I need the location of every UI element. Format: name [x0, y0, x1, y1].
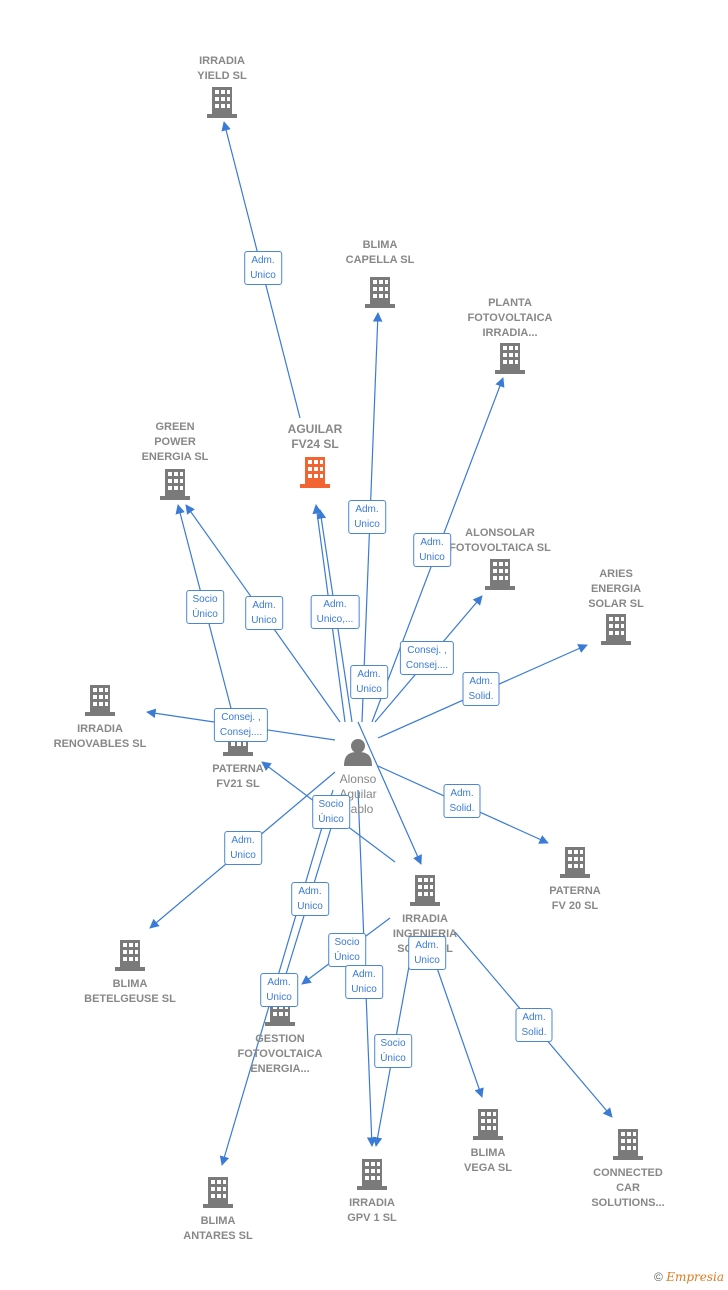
- edge-label-e_aguilar[interactable]: Adm. Unico,...: [310, 595, 360, 629]
- node-label-yield[interactable]: IRRADIA YIELD SL: [197, 55, 247, 82]
- edge-label-e_ingenieria_top[interactable]: Adm. Unico: [350, 665, 388, 699]
- building-icon-planta[interactable]: [495, 343, 525, 374]
- node-label-gpv1[interactable]: IRRADIA GPV 1 SL: [347, 1197, 397, 1224]
- node-label-paterna21[interactable]: PATERNA FV21 SL: [212, 763, 264, 790]
- building-icon-vega[interactable]: [473, 1109, 503, 1140]
- edge-line-8: [357, 721, 422, 865]
- edge-label-e_paterna21[interactable]: Socio Único: [312, 795, 350, 829]
- edge-line-18: [436, 967, 484, 1098]
- edge-label-e_betelgeuse[interactable]: Adm. Unico: [224, 831, 262, 865]
- edge-label-e_vega[interactable]: Adm. Unico: [408, 936, 446, 970]
- node-label-planta[interactable]: PLANTA FOTOVOLTAICA IRRADIA...: [467, 297, 553, 339]
- node-label-renovables[interactable]: IRRADIA RENOVABLES SL: [53, 723, 147, 750]
- node-label-alonsolar[interactable]: ALONSOLAR FOTOVOLTAICA SL: [449, 527, 551, 554]
- node-label-connected[interactable]: CONNECTED CAR SOLUTIONS...: [591, 1167, 665, 1209]
- building-icon-aries[interactable]: [601, 614, 631, 645]
- building-icon-ingenieria[interactable]: [410, 875, 440, 906]
- node-label-antares[interactable]: BLIMA ANTARES SL: [183, 1215, 253, 1242]
- edge-label-e_antares[interactable]: Adm. Unico: [291, 882, 329, 916]
- edge-label-e_gestion_adm[interactable]: Adm. Unico: [260, 973, 298, 1007]
- building-icon-renovables[interactable]: [85, 685, 115, 716]
- building-icon-green[interactable]: [160, 469, 190, 500]
- building-icon-gpv1[interactable]: [357, 1159, 387, 1190]
- edge-label-e_connected[interactable]: Adm. Solid.: [515, 1008, 553, 1042]
- node-label-person[interactable]: Alonso Aguilar Pablo: [339, 772, 377, 816]
- node-label-vega[interactable]: BLIMA VEGA SL: [464, 1147, 512, 1174]
- edge-label-e_gestion_socio[interactable]: Socio Único: [328, 933, 366, 967]
- footer: © Empresia: [654, 1270, 724, 1284]
- edge-label-e_paterna20[interactable]: Adm. Solid.: [443, 784, 481, 818]
- edge-label-e_yield[interactable]: Adm. Unico: [244, 251, 282, 285]
- node-label-capella[interactable]: BLIMA CAPELLA SL: [345, 239, 415, 266]
- building-icon-antares[interactable]: [203, 1177, 233, 1208]
- edge-label-e_alonsolar[interactable]: Consej. , Consej....: [399, 641, 455, 675]
- building-icon-yield[interactable]: [207, 87, 237, 118]
- brand-logo[interactable]: Empresia: [666, 1270, 724, 1284]
- building-icon-alonsolar[interactable]: [485, 559, 515, 590]
- node-label-aguilar[interactable]: AGUILAR FV24 SL: [287, 422, 343, 451]
- building-icon-capella[interactable]: [365, 277, 395, 308]
- building-icon-aguilar[interactable]: [300, 457, 330, 488]
- edge-label-e_green_adm[interactable]: Adm. Unico: [245, 596, 283, 630]
- copyright-icon: ©: [654, 1270, 663, 1284]
- edge-label-e_gpv1_adm[interactable]: Adm. Unico: [345, 965, 383, 999]
- node-label-green[interactable]: GREEN POWER ENERGIA SL: [141, 421, 209, 463]
- edge-label-e_aries[interactable]: Adm. Solid.: [462, 672, 500, 706]
- edge-label-e_green_socio[interactable]: Socio Único: [186, 590, 224, 624]
- node-label-gestion[interactable]: GESTION FOTOVOLTAICA ENERGIA...: [237, 1033, 323, 1075]
- node-label-betelgeuse[interactable]: BLIMA BETELGEUSE SL: [84, 978, 176, 1005]
- node-label-paterna20[interactable]: PATERNA FV 20 SL: [549, 885, 601, 912]
- edge-label-e_planta[interactable]: Adm. Unico: [413, 533, 451, 567]
- building-icon-paterna20[interactable]: [560, 847, 590, 878]
- edge-label-e_capella[interactable]: Adm. Unico: [348, 500, 386, 534]
- edge-label-e_gpv1_socio[interactable]: Socio Único: [374, 1034, 412, 1068]
- building-icon-connected[interactable]: [613, 1129, 643, 1160]
- node-label-aries[interactable]: ARIES ENERGIA SOLAR SL: [588, 568, 644, 610]
- building-icon-betelgeuse[interactable]: [115, 940, 145, 971]
- edge-label-e_renovables[interactable]: Consej. , Consej....: [213, 708, 269, 742]
